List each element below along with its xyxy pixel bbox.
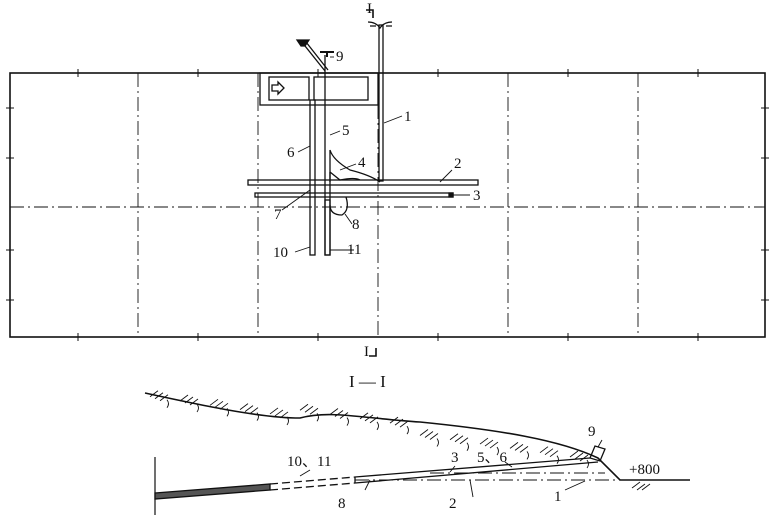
section-label-9: 9: [588, 424, 596, 440]
grid-cross: [6, 104, 14, 112]
section-mark-bottom-label: I: [364, 344, 369, 360]
section-label-10-11: 10、11: [287, 454, 332, 470]
section-label-8: 8: [338, 496, 346, 512]
section-title: I — I: [349, 372, 386, 391]
soil-hatch: [569, 450, 589, 469]
soil-hatch: [179, 394, 199, 413]
leader-lines: [281, 56, 470, 253]
grid-cross: [314, 333, 322, 341]
label-5: 5: [342, 123, 350, 139]
pipe-2: [247, 179, 479, 186]
plan-frame: [6, 69, 769, 341]
pipe-3: [254, 192, 454, 198]
grid-cross: [6, 154, 14, 162]
valve-9: [320, 51, 334, 57]
label-7: 7: [274, 207, 282, 223]
section-view: [144, 390, 690, 515]
grid-cross: [564, 69, 572, 77]
grid-cross: [6, 296, 14, 304]
section-label-1: 1: [554, 489, 562, 505]
grid-cross: [761, 154, 769, 162]
grid-cross: [194, 333, 202, 341]
grid-cross: [694, 69, 702, 77]
section-label-2: 2: [449, 496, 457, 512]
grid-cross: [74, 333, 82, 341]
soil-hatch: [631, 481, 651, 491]
section-mark-top: [366, 9, 374, 18]
label-2: 2: [454, 156, 462, 172]
label-1: 1: [404, 109, 412, 125]
soil-hatch: [389, 416, 409, 435]
soil-hatch: [149, 390, 169, 408]
pipe-8: [329, 196, 348, 216]
section-label-5-6: 5、6: [477, 450, 508, 466]
soil-hatch: [329, 408, 349, 426]
label-6: 6: [287, 145, 295, 161]
label-3: 3: [473, 188, 481, 204]
drilled-section: [154, 483, 271, 500]
grid-cross: [761, 246, 769, 254]
elevation-label: +800: [629, 462, 660, 478]
soil-hatch: [269, 407, 289, 426]
label-10: 10: [273, 245, 288, 261]
pipe-6: [309, 99, 316, 256]
label-11: 11: [347, 242, 362, 258]
label-9: 9: [336, 49, 344, 65]
section-mark-bottom: [369, 348, 377, 357]
pipe-1: [378, 24, 384, 182]
grid-cross: [564, 333, 572, 341]
soil-hatch: [539, 446, 559, 464]
pipes: [247, 9, 479, 357]
soil-hatch: [449, 433, 469, 452]
ground-profile: [144, 392, 690, 481]
soil-hatch: [299, 403, 319, 422]
valve-9-section: [589, 445, 606, 462]
pipe-4: [329, 171, 361, 182]
section-mark-top-label: I: [367, 1, 372, 17]
grid-cross: [761, 296, 769, 304]
grid-cross: [194, 69, 202, 77]
arrow-icon: [271, 80, 285, 96]
section-label-3: 3: [451, 450, 459, 466]
grid-cross: [434, 69, 442, 77]
grid-cross: [74, 69, 82, 77]
soil-hatch: [509, 442, 529, 460]
grid-cross: [694, 333, 702, 341]
label-4: 4: [358, 155, 366, 171]
label-8: 8: [352, 217, 360, 233]
soil-hatch: [359, 412, 379, 431]
grid-cross: [434, 333, 442, 341]
soil-hatch: [479, 437, 499, 456]
soil-hatch: [239, 403, 259, 421]
soil-hatch: [419, 429, 439, 447]
grid-crosses: [6, 69, 769, 341]
soil-hatch: [209, 398, 229, 417]
grid-cross: [761, 104, 769, 112]
grid-cross: [6, 246, 14, 254]
building-outline: [259, 72, 379, 106]
pipe-5: [324, 55, 381, 256]
